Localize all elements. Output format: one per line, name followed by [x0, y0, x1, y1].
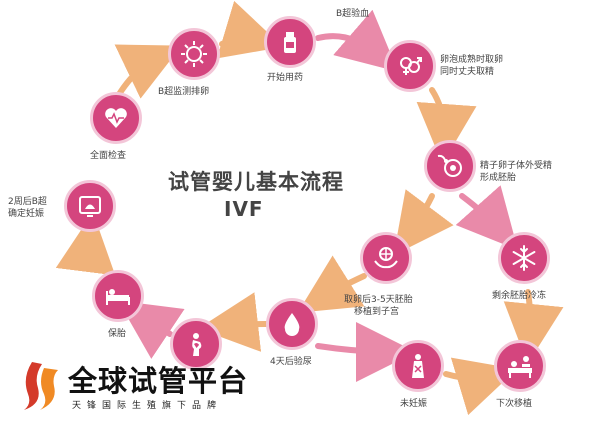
step-label: 剩余胚胎冷冻: [492, 291, 547, 301]
step-label: 确定妊娠: [8, 209, 45, 219]
arrow-pregnant-to-bed: [118, 300, 185, 359]
arrow-fertilize-to-freeze: [455, 185, 518, 250]
brand-name: 全球试管平台: [68, 364, 249, 398]
step-label: 未妊娠: [400, 399, 428, 409]
arrow-bed-to-ultrasound: [55, 212, 116, 276]
step-label: 卵泡成熟时取卵: [440, 55, 504, 65]
brand-logo-icon: [24, 362, 58, 410]
step-label: 保胎: [108, 329, 127, 339]
arrow-notpregnant-to-next: [443, 357, 517, 416]
transfer-bed-icon: [494, 340, 546, 392]
diagram-subtitle: IVF: [224, 197, 264, 221]
medicine-bottle-icon: [264, 16, 316, 68]
diagram-title: 试管婴儿基本流程: [168, 170, 344, 194]
arrow-check-to-monitor: [114, 44, 182, 99]
step-label: 取卵后3-5天胚胎: [344, 295, 413, 305]
step-label: 精子卵子体外受精: [480, 161, 553, 171]
step-label: 全面检查: [90, 151, 127, 161]
step-label: 2周后B超: [8, 197, 47, 207]
arrow-urine-to-notpregnant: [315, 321, 416, 382]
not-pregnant-icon: [392, 340, 444, 392]
step-label: 同时丈夫取精: [440, 67, 495, 77]
arrow-transfer-to-urine: [297, 255, 367, 313]
arrow-medicine-to-retrieval: [315, 9, 399, 72]
drop-icon: [266, 298, 318, 350]
gender-symbols-icon: [384, 40, 436, 92]
ultrasound-icon: [64, 180, 116, 232]
snowflake-icon: [498, 232, 550, 284]
bed-icon: [92, 270, 144, 322]
arrow-fertilize-to-transfer: [393, 189, 454, 256]
sun-ovary-icon: [168, 28, 220, 80]
brand-tagline: 天锋国际生殖旗下品牌: [72, 401, 223, 411]
step-label: 下次移植: [496, 399, 533, 409]
sperm-egg-icon: [424, 140, 476, 192]
arrow-urine-to-pregnant: [198, 292, 269, 352]
step-label: 4天后验尿: [270, 357, 312, 367]
step-label: 形成胚胎: [480, 173, 517, 183]
heart-monitor-icon: [90, 92, 142, 144]
step-label: 开始用药: [267, 73, 304, 83]
step-label: B超监测排卵: [158, 87, 210, 97]
pregnant-woman-icon: [170, 318, 222, 370]
arrow-monitor-to-medicine: [216, 0, 283, 59]
step-label: B超验血: [336, 9, 370, 19]
arrow-freeze-to-next: [503, 289, 564, 364]
hands-embryo-icon: [360, 232, 412, 284]
arrow-retrieval-to-fertilize: [416, 87, 477, 164]
step-label: 移植到子宫: [354, 307, 400, 317]
